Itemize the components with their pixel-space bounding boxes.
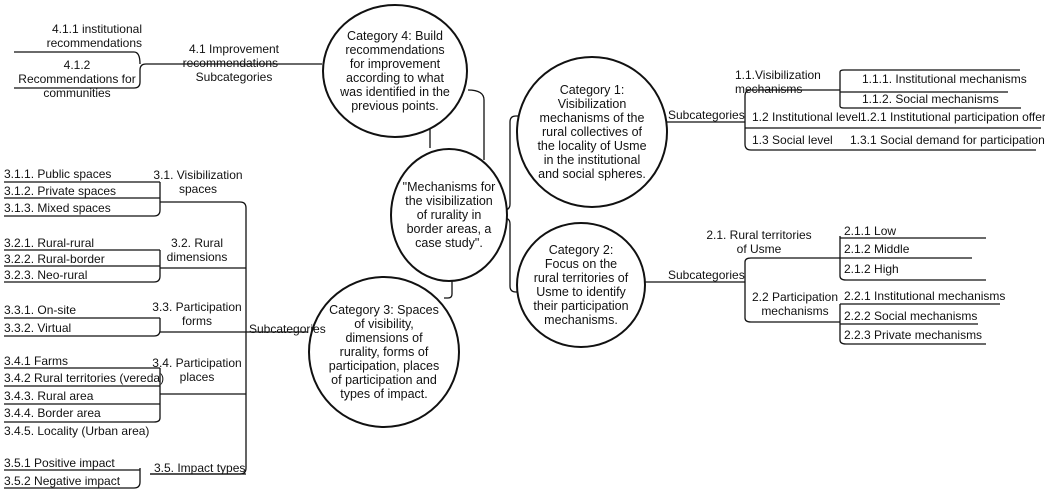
cat4-item-2-text: 4.1.2 Recommendations for communities bbox=[18, 58, 136, 100]
cat3-item-5-1: 3.5.1 Positive impact bbox=[4, 456, 115, 470]
cat3-group-3-text: 3.3. Participation forms bbox=[152, 300, 242, 328]
center-text: "Mechanisms for the visibilization of ru… bbox=[402, 180, 496, 250]
cat2-item-1-1: 2.1.1 Low bbox=[844, 224, 897, 238]
connector-cat4-item1 bbox=[14, 51, 141, 65]
category-4-text: Category 4: Build recommendations for im… bbox=[340, 29, 450, 113]
category-1-node: Category 1: Visibilization mechanisms of… bbox=[516, 56, 668, 208]
category-1-text: Category 1: Visibilization mechanisms of… bbox=[537, 83, 647, 181]
cat1-sub-label: Subcategories bbox=[668, 108, 745, 122]
cat1-item-3-1: 1.3.1 Social demand for participation bbox=[850, 133, 1045, 147]
cat3-item-2-3: 3.2.3. Neo-rural bbox=[4, 268, 88, 282]
cat3-item-4-4: 3.4.4. Border area bbox=[4, 406, 101, 420]
cat3-group-3-label: 3.3. Participation forms bbox=[152, 300, 242, 328]
cat1-item-1-2: 1.1.2. Social mechanisms bbox=[862, 92, 999, 106]
cat2-item-2-3: 2.2.3 Private mechanisms bbox=[844, 328, 983, 342]
cat3-group-2-label: 3.2. Rural dimensions bbox=[152, 236, 242, 264]
cat4-item-1: 4.1.1 institutional recommendations bbox=[12, 22, 142, 50]
cat4-item-2: 4.1.2 Recommendations for communities bbox=[12, 58, 142, 100]
cat3-group-2-text: 3.2. Rural dimensions bbox=[166, 236, 228, 264]
cat3-item-2-2: 3.2.2. Rural-border bbox=[4, 252, 105, 266]
cat4-sub-label: 4.1 Improvement recommendations - Subcat… bbox=[144, 42, 324, 84]
cat2-group-2-text: 2.2 Participation mechanisms bbox=[751, 290, 839, 318]
cat2-item-1-3: 2.1.2 High bbox=[844, 262, 899, 276]
cat3-sub-label: Subcategories bbox=[249, 322, 326, 336]
cat3-item-4-2: 3.4.2 Rural territories (vereda) bbox=[4, 371, 165, 385]
cat2-item-2-2: 2.2.2 Social mechanisms bbox=[844, 309, 978, 323]
cat3-group-5-label: 3.5. Impact types bbox=[154, 461, 246, 475]
category-3-text: Category 3: Spaces of visibility, dimens… bbox=[328, 303, 440, 401]
cat3-item-3-2: 3.3.2. Virtual bbox=[4, 321, 72, 335]
cat2-group-1-label: 2.1. Rural territories of Usme bbox=[700, 228, 818, 256]
cat3-group-1-text: 3.1. Visibilization spaces bbox=[153, 168, 243, 196]
cat3-item-4-1: 3.4.1 Farms bbox=[4, 354, 69, 368]
cat2-item-1-2: 2.1.2 Middle bbox=[844, 242, 910, 256]
cat3-group-4-label: 3.4. Participation places bbox=[152, 356, 242, 384]
cat1-group-1-label: 1.1.Visibilization mechanisms bbox=[735, 68, 835, 96]
cat3-item-1-2: 3.1.2. Private spaces bbox=[4, 184, 117, 198]
cat2-group-2-label: 2.2 Participation mechanisms bbox=[750, 290, 840, 318]
cat3-item-5-2: 3.5.2 Negative impact bbox=[4, 474, 121, 488]
cat3-item-1-3: 3.1.3. Mixed spaces bbox=[4, 201, 111, 215]
connector-center-cat4b bbox=[467, 89, 485, 160]
category-4-node: Category 4: Build recommendations for im… bbox=[322, 4, 468, 138]
category-3-node: Category 3: Spaces of visibility, dimens… bbox=[308, 276, 460, 428]
cat1-group-3-label: 1.3 Social level bbox=[752, 133, 833, 147]
cat3-item-4-3: 3.4.3. Rural area bbox=[4, 389, 94, 403]
center-node: "Mechanisms for the visibilization of ru… bbox=[390, 148, 508, 282]
cat2-group-1-text: 2.1. Rural territories of Usme bbox=[706, 228, 812, 256]
cat3-item-4-5: 3.4.5. Locality (Urban area) bbox=[4, 424, 150, 438]
category-2-node: Category 2: Focus on the rural territori… bbox=[516, 222, 646, 348]
cat4-item-1-text: 4.1.1 institutional recommendations bbox=[46, 22, 142, 50]
cat3-item-1-1: 3.1.1. Public spaces bbox=[4, 167, 112, 181]
cat1-item-2-1: 1.2.1 Institutional participation offer bbox=[860, 110, 1045, 124]
connector-cat4-sub bbox=[14, 63, 322, 89]
cat1-group-1-text: 1.1.Visibilization mechanisms bbox=[735, 68, 821, 96]
connector-center-cat3 bbox=[444, 280, 453, 299]
category-2-text: Category 2: Focus on the rural territori… bbox=[533, 243, 629, 327]
cat2-item-2-1: 2.2.1 Institutional mechanisms bbox=[844, 289, 1006, 303]
cat3-group-4-text: 3.4. Participation places bbox=[152, 356, 242, 384]
cat4-sub-label-text: 4.1 Improvement recommendations - Subcat… bbox=[182, 42, 286, 84]
cat3-item-3-1: 3.3.1. On-site bbox=[4, 303, 77, 317]
cat2-sub-label: Subcategories bbox=[668, 268, 745, 282]
cat1-group-2-label: 1.2 Institutional level bbox=[752, 110, 861, 124]
cat1-item-1-1: 1.1.1. Institutional mechanisms bbox=[862, 72, 1027, 86]
cat3-item-2-1: 3.2.1. Rural-rural bbox=[4, 236, 95, 250]
cat3-group-1-label: 3.1. Visibilization spaces bbox=[148, 168, 248, 196]
